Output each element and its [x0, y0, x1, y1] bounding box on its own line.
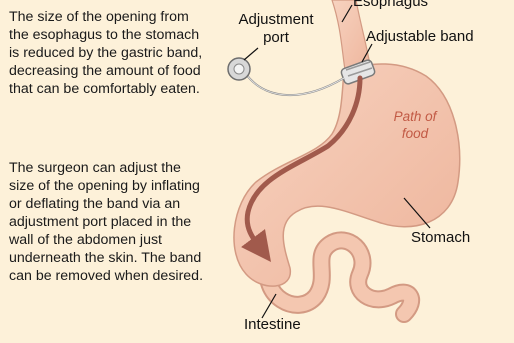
connecting-tube	[246, 74, 344, 95]
port-leader-line	[244, 48, 258, 60]
path-of-food-label: Path of food	[386, 108, 444, 142]
description-paragraph-2: The surgeon can adjust the size of the o…	[9, 159, 209, 285]
intestine-label: Intestine	[244, 316, 301, 334]
adjustable-band-label: Adjustable band	[366, 28, 474, 46]
esophagus-label: Esophagus	[353, 0, 428, 11]
stomach-label: Stomach	[411, 229, 470, 247]
stomach	[234, 64, 460, 286]
description-paragraph-1: The size of the opening from the esophag…	[9, 8, 209, 98]
adjustment-port-label: Adjustment port	[228, 11, 324, 47]
adjustment-port	[228, 58, 250, 80]
